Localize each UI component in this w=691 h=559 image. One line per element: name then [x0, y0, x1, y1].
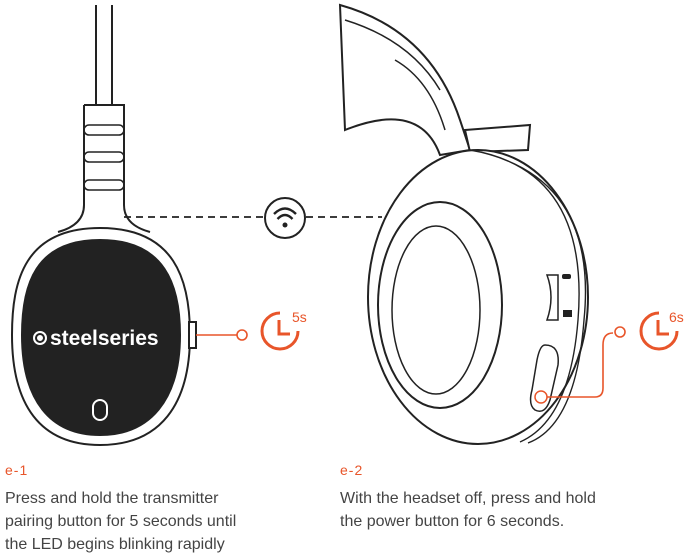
strain-relief: [57, 104, 151, 233]
ear-cushion-outer: [377, 201, 503, 409]
earcup-rim: [469, 149, 587, 444]
step-instruction: With the headset off, press and hold the…: [340, 490, 596, 530]
steelseries-logo-icon: [33, 331, 47, 345]
headband: [338, 3, 472, 157]
headband-inner: [344, 19, 446, 131]
headset: 6s: [338, 3, 684, 445]
transmitter: steelseries 5s: [10, 5, 307, 447]
power-callout-line: [547, 332, 614, 398]
transmitter-led: [92, 399, 108, 421]
transmitter-face: [20, 238, 182, 437]
step-instruction: Press and hold the transmitter pairing b…: [5, 490, 237, 553]
step-e2: e-2 With the headset off, press and hold…: [340, 462, 596, 533]
timer-label-5s: 5s: [292, 309, 307, 325]
timer-label-6s: 6s: [669, 309, 684, 325]
chat-icon: [563, 310, 572, 317]
headband-slider: [463, 123, 532, 154]
timer-icon-6s: [639, 311, 679, 351]
game-icon: [562, 274, 571, 279]
pairing-callout-dot: [236, 329, 248, 341]
earcup: [367, 149, 589, 445]
wireless-icon: [264, 197, 306, 239]
ear-cushion-inner: [391, 225, 481, 395]
strain-relief-ribs: [83, 124, 125, 191]
power-callout-dot: [614, 326, 626, 338]
step-id: e-2: [340, 462, 364, 478]
pairing-button[interactable]: [188, 321, 197, 349]
timer-icon-5s: [260, 311, 300, 351]
chatmix-dial: [545, 274, 559, 321]
step-e1: e-1 Press and hold the transmitter pairi…: [5, 462, 236, 556]
step-id: e-1: [5, 462, 29, 478]
steelseries-logo: steelseries: [50, 327, 159, 350]
power-button-recess: [529, 344, 559, 412]
transmitter-cable: [95, 5, 113, 105]
